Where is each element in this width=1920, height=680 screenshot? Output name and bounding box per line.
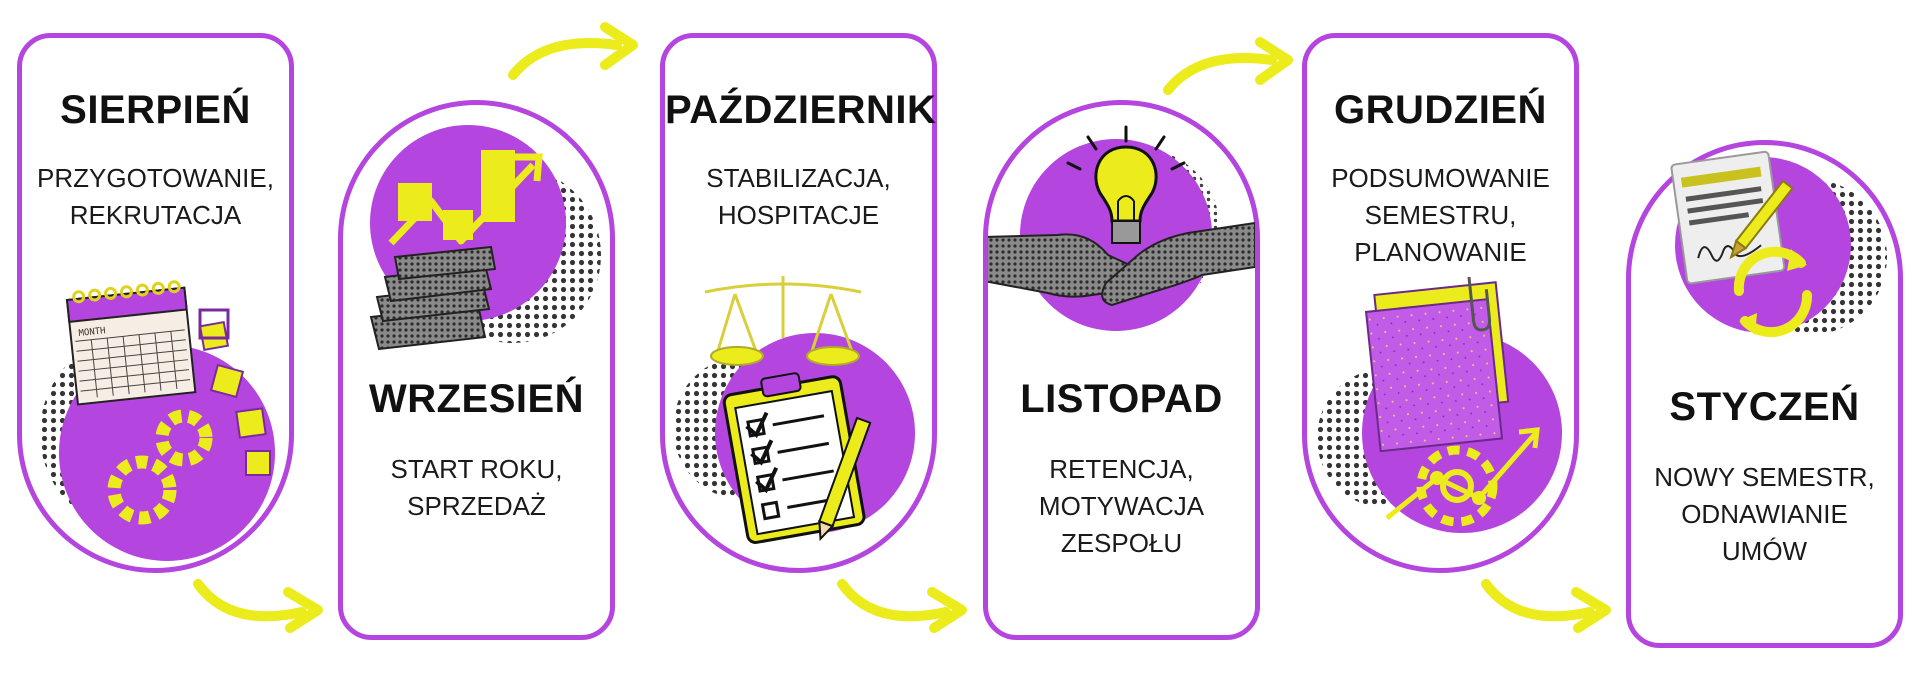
stage-card-october: PAŹDZIERNIK STABILIZACJA, HOSPITACJE (660, 33, 937, 573)
stage-description-line: NOWY SEMESTR, (1654, 462, 1875, 492)
stage-description-line: PODSUMOWANIE (1331, 163, 1550, 193)
arrow-right-icon (508, 22, 638, 80)
stage-description-line: SEMESTRU, (1364, 200, 1517, 230)
arrow-right-icon (837, 579, 967, 633)
stage-card-august: SIERPIEŃ PRZYGOTOWANIE, REKRUTACJA MONTH (17, 33, 294, 573)
stage-description-line: SPRZEDAŻ (407, 491, 546, 521)
stage-description-line: ZESPOŁU (1060, 528, 1183, 558)
calendar-gears-icon: MONTH (40, 280, 275, 561)
stage-card-november: LISTOPAD RETENCJA, MOTYWACJA ZESPOŁU (983, 100, 1260, 640)
stage-description: RETENCJA, MOTYWACJA ZESPOŁU (988, 451, 1255, 562)
stage-month: SIERPIEŃ (60, 88, 251, 132)
stage-description-line: START ROKU, (390, 454, 563, 484)
stage-month: STYCZEŃ (1669, 385, 1860, 429)
stage-card-january: STYCZEŃ NOWY SEMESTR, ODNAWIANIE UMÓW (1626, 140, 1903, 648)
scales-clipboard-icon (673, 276, 915, 544)
signed-document-renew-icon (1670, 150, 1887, 338)
calendar-header: MONTH (78, 326, 106, 339)
handshake-lightbulb-icon (988, 125, 1255, 331)
stage-description: PODSUMOWANIE SEMESTRU, PLANOWANIE (1307, 160, 1574, 271)
stage-description: STABILIZACJA, HOSPITACJE (665, 160, 932, 234)
stage-description-line: PRZYGOTOWANIE, (37, 163, 274, 193)
folder-gear-icon (1317, 276, 1562, 533)
stage-description: START ROKU, SPRZEDAŻ (343, 451, 610, 525)
stage-month: GRUDZIEŃ (1334, 88, 1547, 132)
stage-description: NOWY SEMESTR, ODNAWIANIE UMÓW (1631, 459, 1898, 570)
arrow-right-icon (1163, 37, 1293, 95)
stage-description-line: STABILIZACJA, (706, 163, 891, 193)
arrow-right-icon (1481, 579, 1611, 633)
growth-chart-books-icon (369, 125, 601, 351)
stage-month: LISTOPAD (1020, 377, 1223, 421)
stage-description-line: MOTYWACJA (1038, 491, 1205, 521)
stage-month: WRZESIEŃ (368, 377, 585, 421)
stage-card-september: WRZESIEŃ START ROKU, SPRZEDAŻ (338, 100, 615, 640)
arrow-right-icon (193, 579, 323, 633)
stage-month: PAŹDZIERNIK (665, 88, 937, 132)
stage-description-line: UMÓW (1721, 536, 1808, 566)
stage-description-line: HOSPITACJE (717, 200, 880, 230)
stage-description-line: RETENCJA, (1049, 454, 1194, 484)
stage-description-line: PLANOWANIE (1354, 237, 1527, 267)
stage-description: PRZYGOTOWANIE, REKRUTACJA (22, 160, 289, 234)
stage-description-line: ODNAWIANIE (1681, 499, 1848, 529)
stage-description-line: REKRUTACJA (69, 200, 242, 230)
stage-card-december: GRUDZIEŃ PODSUMOWANIE SEMESTRU, PLANOWAN… (1302, 33, 1579, 573)
